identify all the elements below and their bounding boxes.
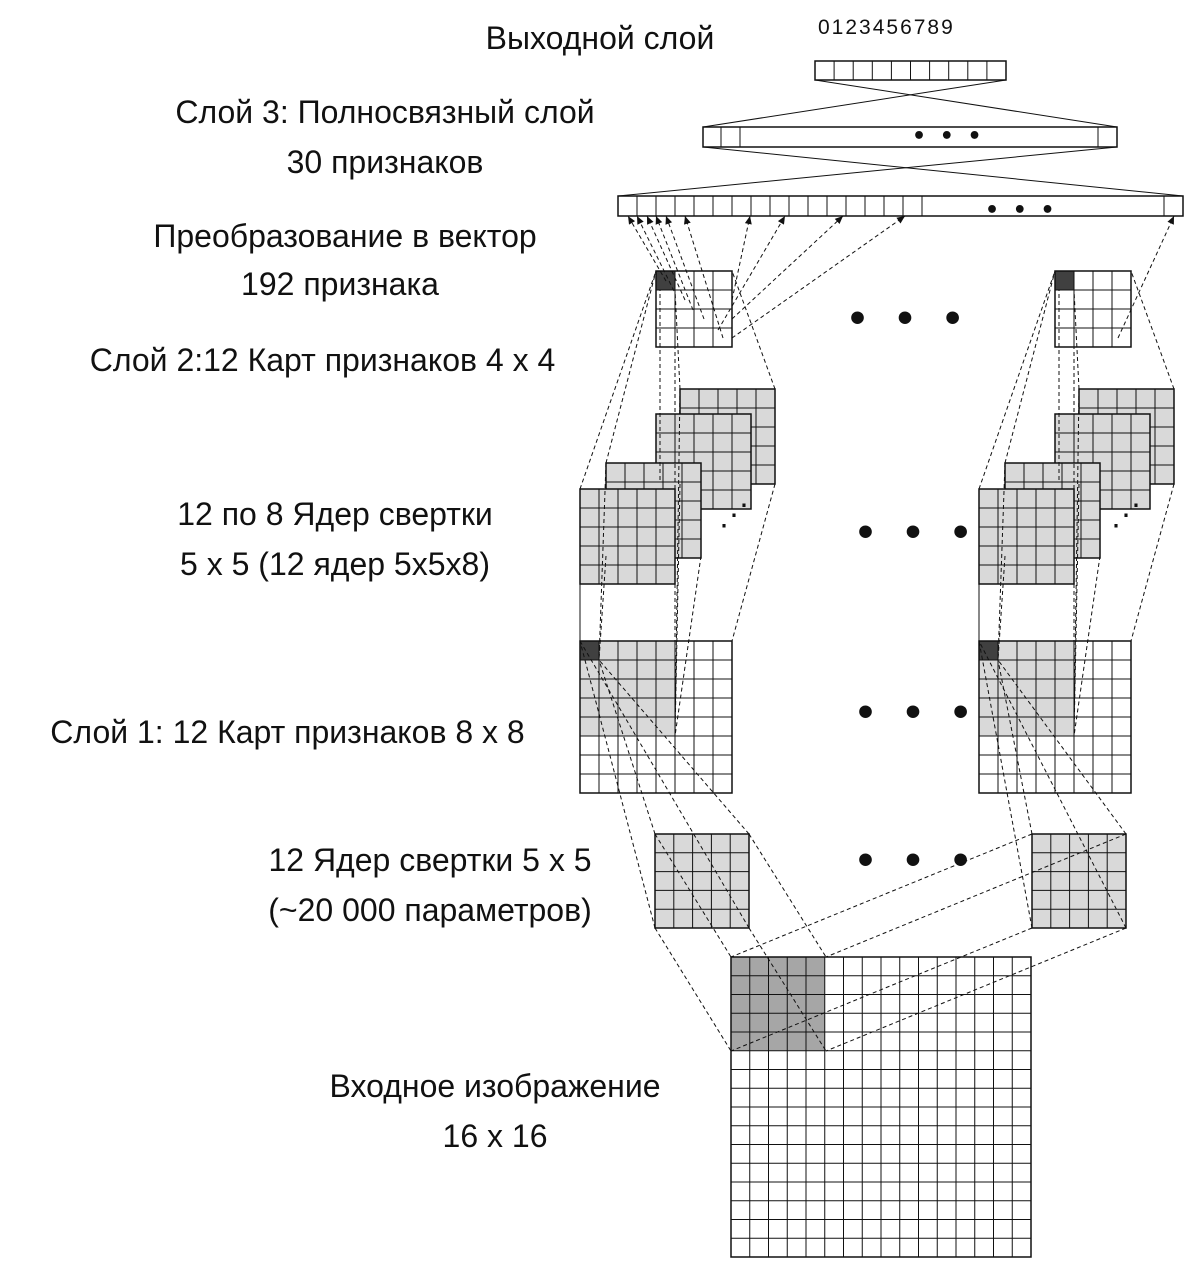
stack-to-layer2-right-4 — [1130, 270, 1175, 390]
input-image-grid — [730, 956, 1032, 1258]
stack-side-right-2 — [1073, 388, 1080, 737]
layer2-kernel-left-3 — [579, 488, 676, 585]
stack-to-layer1-right-5 — [1130, 483, 1175, 642]
layer2-map-active-cell-right — [1055, 271, 1074, 290]
output-link-b — [814, 79, 1118, 128]
layer1-label: Слой 1: 12 Карт признаков 8 х 8 — [50, 714, 525, 750]
stack-side-left-2 — [674, 388, 681, 737]
kernel1-left-link-3 — [748, 927, 827, 1052]
layer1-kernel-right — [1031, 833, 1127, 929]
stack-to-layer2-right-0 — [978, 270, 1056, 490]
flatten-arrow-right — [1117, 215, 1175, 339]
ellipsis-kernels1: • • • — [854, 841, 979, 882]
flatten-vector — [617, 195, 1184, 217]
flatten-arrow-left-5 — [655, 215, 694, 311]
kernel1-to-map-left-0 — [579, 640, 656, 929]
kernel1-to-map-left-2 — [598, 659, 656, 835]
layer2-label: Слой 2:12 Карт признаков 4 х 4 — [89, 342, 556, 378]
layer2-kernel-right-3 — [978, 488, 1075, 585]
kernel1-right-link-0 — [730, 833, 1033, 958]
input-receptive-patch — [731, 957, 825, 1051]
kernel1-to-map-left-3 — [598, 659, 750, 835]
stack-to-layer1-right-2 — [997, 555, 1006, 661]
ellipsis-diag-left: ⋰ — [719, 499, 749, 532]
ellipsis-layer2: • • • — [846, 299, 971, 340]
kernel1-to-map-right-2 — [997, 659, 1033, 835]
stack-to-layer1-left-4 — [674, 483, 681, 737]
stack-to-layer2-left-3 — [674, 289, 681, 390]
kernels1-label-line2: (~20 000 параметров) — [268, 892, 592, 928]
fc-link-b — [702, 146, 1184, 197]
output-link-a — [702, 79, 1007, 128]
output-layer-vector — [814, 60, 1007, 81]
kernels2-label-line2: 5 х 5 (12 ядер 5х5х8) — [180, 546, 490, 582]
kernel1-left-link-1 — [748, 833, 827, 958]
layer2-map-right — [1054, 270, 1132, 348]
flatten-arrow-left-1 — [646, 215, 686, 301]
kernel1-to-map-right-3 — [997, 659, 1127, 835]
flatten-arrow-left-2 — [665, 215, 705, 320]
flatten-arrow-left-6 — [731, 215, 752, 301]
ellipsis-vector: • • • — [985, 198, 1058, 223]
stack-to-layer1-right-3 — [1073, 555, 1101, 737]
fc-layer-vector — [702, 126, 1118, 148]
kernels2-label-line1: 12 по 8 Ядер свертки — [177, 496, 493, 532]
output-layer-label: Выходной слой — [485, 20, 715, 56]
stack-to-layer2-right-2 — [1004, 270, 1056, 464]
stack-to-layer2-left-0 — [579, 270, 657, 490]
flatten-title: Преобразование в вектор — [153, 218, 537, 254]
flatten-arrow-left-4 — [636, 215, 675, 292]
layer1-map-active-cell-left — [580, 641, 599, 660]
flatten-arrow-left-8 — [731, 215, 906, 339]
ellipsis-kernels2: • • • — [854, 513, 979, 554]
input-label-line2: 16 х 16 — [442, 1118, 548, 1154]
input-label-line1: Входное изображение — [329, 1068, 661, 1104]
layer3-count: 30 признаков — [286, 144, 484, 180]
ellipsis-diag-right: ⋰ — [1111, 499, 1141, 532]
flatten-arrow-left-3 — [684, 215, 724, 339]
ellipsis-layer1: • • • — [854, 693, 979, 734]
output-digits: 0123456789 — [818, 16, 955, 39]
flatten-arrow-left-9 — [717, 215, 786, 331]
stack-to-layer1-left-2 — [598, 555, 607, 661]
layer3-title: Слой 3: Полносвязный слой — [175, 94, 595, 130]
stack-to-layer1-right-4 — [1073, 483, 1080, 737]
stack-side-right-1 — [997, 462, 1006, 661]
stack-side-left-1 — [598, 462, 607, 661]
kernel1-right-link-1 — [825, 833, 1127, 958]
kernel1-right-link-3 — [825, 927, 1127, 1052]
flatten-arrow-left-7 — [731, 215, 844, 320]
kernels1-label-line1: 12 Ядер свертки 5 х 5 — [268, 842, 592, 878]
ellipsis-fc: • • • — [912, 124, 985, 149]
flatten-count: 192 признака — [241, 266, 439, 302]
layer1-map-active-cell-right — [979, 641, 998, 660]
stack-to-layer2-right-3 — [1073, 289, 1080, 390]
kernel1-left-link-0 — [654, 833, 732, 958]
flatten-arrow-left-0 — [627, 215, 667, 282]
kernel1-right-link-2 — [730, 927, 1033, 1052]
stack-to-layer2-left-4 — [731, 270, 776, 390]
stack-to-layer2-left-2 — [605, 270, 657, 464]
stack-to-layer1-left-3 — [674, 555, 702, 737]
kernel1-left-link-2 — [654, 927, 732, 1052]
layer1-kernel-left — [654, 833, 750, 929]
layer2-map-left — [655, 270, 733, 348]
stack-to-layer1-left-5 — [731, 483, 776, 642]
fc-link-a — [617, 146, 1118, 197]
